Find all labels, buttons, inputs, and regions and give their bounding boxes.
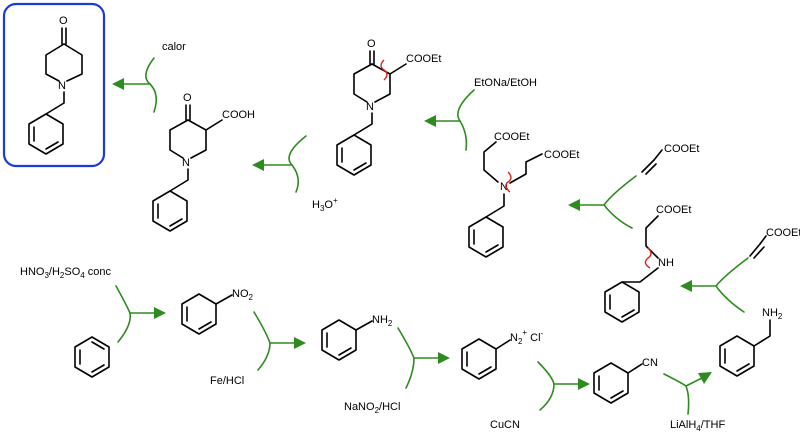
arrow-cucn (537, 361, 590, 411)
keto-acid: O COOH N (152, 92, 255, 232)
keto-ester-oxygen: O (367, 38, 376, 50)
arrow-h3o (252, 135, 307, 193)
arrow-nitration (115, 285, 166, 343)
benzylamine-nh2: NH2 (762, 307, 783, 321)
beta-keto-ester: O COOEt N (336, 38, 441, 176)
keto-acid-nitrogen: N (182, 157, 190, 169)
benzonitrile: CN (593, 357, 658, 404)
diazonium-label: N2+ Cl- (510, 328, 544, 346)
keto-ester-cooet: COOEt (406, 53, 441, 65)
benzylamine: NH2 (719, 307, 783, 377)
diester-amine: COOEt N COOEt (468, 131, 579, 258)
arrow-etona (424, 89, 475, 151)
reagent-h3o: H3O+ (312, 196, 338, 213)
arrow-fe-hcl (253, 311, 306, 371)
arrow-lialh4 (663, 372, 712, 415)
nitrobenzene: NO2 (181, 288, 254, 335)
reagent-lialh4: LiAlH4/THF (670, 419, 725, 433)
aniline: NH2 (321, 314, 393, 361)
arrow-acrylate-lower (680, 257, 749, 313)
nitro-label: NO2 (232, 288, 254, 302)
nitrile-label: CN (642, 357, 658, 369)
reagent-nano2-hcl: NaNO2/HCl (344, 401, 400, 415)
acrylate-upper: COOEt (641, 143, 699, 175)
target-oxygen: O (59, 15, 68, 27)
benzene (74, 336, 110, 378)
acrylate-lower-cooet: COOEt (766, 227, 800, 239)
arrow-calor (112, 57, 158, 113)
reagent-cucn: CuCN (490, 419, 520, 431)
reagent-calor: calor (162, 41, 186, 53)
amino-ester-cooet: COOEt (656, 204, 691, 216)
acrylate-upper-cooet: COOEt (664, 143, 699, 155)
keto-acid-cooh: COOH (222, 109, 255, 121)
reagent-etona: EtONa/EtOH (474, 77, 537, 89)
arrow-diazotization (397, 327, 450, 389)
diester-cooet-1: COOEt (494, 131, 529, 143)
reagent-nitration: HNO3/H2SO4 conc (20, 266, 112, 280)
target-nitrogen: N (58, 80, 66, 92)
reagent-fe-hcl: Fe/HCl (210, 375, 244, 387)
keto-ester-nitrogen: N (366, 101, 374, 113)
diester-nitrogen: N (500, 181, 508, 193)
amino-ester-nh: NH (658, 257, 674, 269)
diester-cooet-2: COOEt (544, 149, 579, 161)
diazonium-salt: N2+ Cl- (461, 328, 544, 380)
amino-ester: COOEt NH (604, 204, 691, 323)
acrylate-lower: COOEt (749, 227, 800, 259)
amine-label: NH2 (372, 314, 393, 328)
target-n-benzyl-4-piperidone: O N (28, 15, 83, 155)
target-highlight-box (2, 2, 106, 168)
keto-acid-oxygen: O (183, 92, 192, 104)
arrow-acrylate-upper (568, 175, 637, 229)
